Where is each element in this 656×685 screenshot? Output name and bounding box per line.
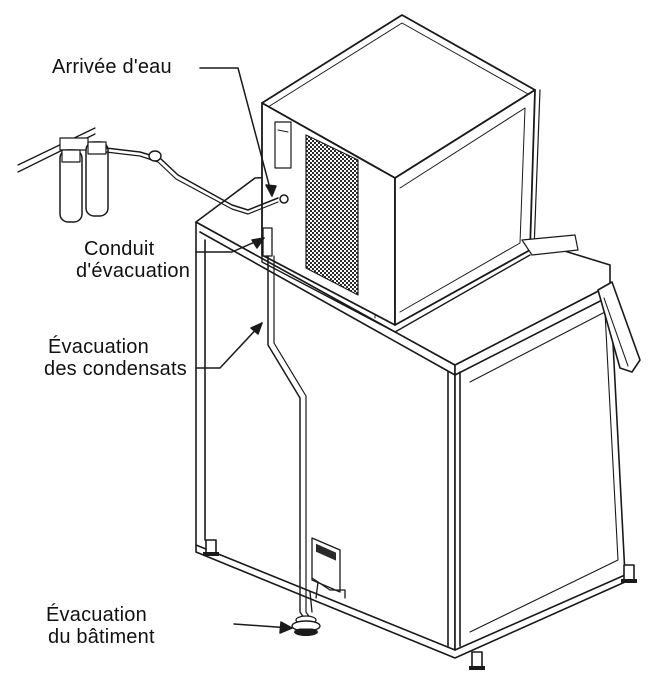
label-drain-conduit-line2: d'évacuation: [76, 260, 191, 282]
label-condensate-line2: des condensats: [44, 358, 187, 380]
label-building-drain: Évacuation du bâtiment: [46, 604, 155, 648]
label-drain-conduit: Conduit d'évacuation: [76, 238, 190, 282]
label-building-drain-line2: du bâtiment: [48, 626, 155, 648]
bin-legs: [203, 539, 637, 670]
water-filter-assembly: [17, 127, 289, 223]
water-supply-line: [105, 147, 279, 211]
condensate-drain-pipe: [267, 255, 301, 569]
floor-drain: [291, 615, 321, 636]
drain-conduit-fitting: [262, 227, 273, 257]
label-water-inlet-text: Arrivée d'eau: [52, 56, 172, 78]
leader-lines: [195, 67, 293, 634]
label-building-drain-line1: Évacuation: [46, 604, 147, 626]
shutoff-valve: [148, 150, 162, 162]
leader-water-inlet: [199, 67, 273, 197]
bin-door: [597, 281, 641, 373]
control-panel: [274, 121, 292, 169]
drain-piping: [262, 227, 346, 636]
label-condensate-line1: Évacuation: [48, 336, 149, 358]
label-condensate-drain: Évacuation des condensats: [44, 336, 187, 380]
ice-machine-head: [261, 14, 579, 333]
leader-condensate: [195, 322, 263, 369]
label-water-inlet: Arrivée d'eau: [52, 56, 172, 78]
air-intake-grille: [305, 134, 359, 296]
label-drain-conduit-line1: Conduit: [84, 238, 155, 260]
